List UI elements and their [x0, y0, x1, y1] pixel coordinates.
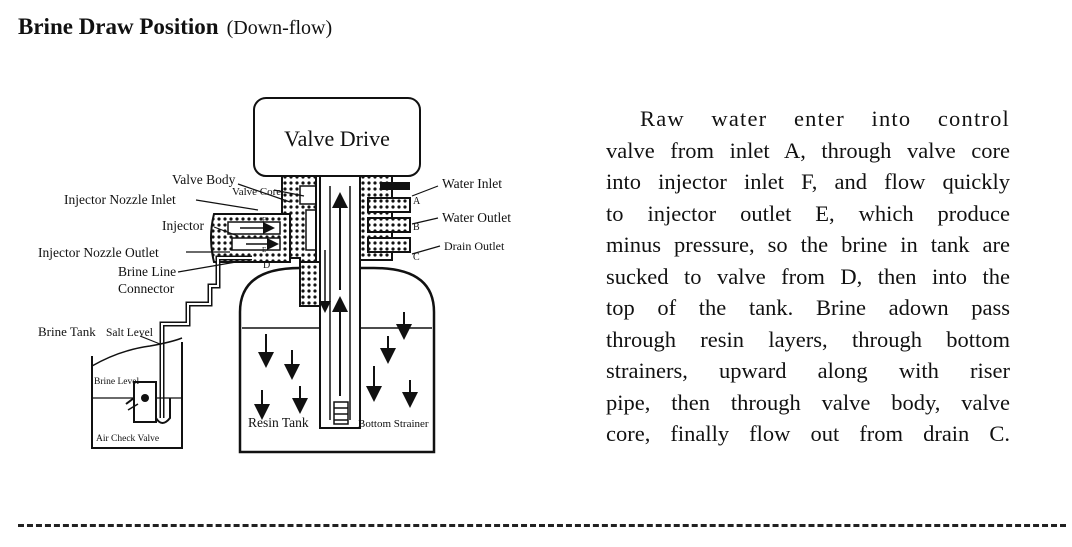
air-check-valve — [125, 381, 171, 424]
label-water-inlet: Water Inlet — [442, 176, 502, 191]
title-sub: (Down-flow) — [226, 17, 333, 39]
label-air-check-valve: Air Check Valve — [96, 434, 159, 444]
label-injector-nozzle-outlet: Injector Nozzle Outlet — [38, 245, 159, 260]
title-main: Brine Draw Position — [18, 14, 219, 39]
dashed-divider — [18, 524, 1066, 527]
description-line: Raw water enter into control — [640, 106, 1010, 131]
label-injector-nozzle-inlet: Injector Nozzle Inlet — [64, 192, 176, 207]
label-bottom-strainer: Bottom Strainer — [358, 418, 429, 430]
description-line: top of the tank. Brine adown pass — [606, 295, 1010, 320]
description-line: through resin layers, through bottom — [606, 326, 1010, 352]
description-line: into injector inlet F, and flow quickly — [606, 169, 1010, 194]
label-injector: Injector — [162, 218, 204, 233]
description-paragraph: Raw water enter into control valve from … — [606, 103, 1010, 450]
port-b: B — [413, 222, 420, 233]
description-line: strainers, upward along with riser — [606, 358, 1010, 383]
page-title: Brine Draw Position (Down-flow) — [18, 14, 332, 40]
injector-assembly — [210, 213, 291, 263]
label-connector: Connector — [118, 281, 175, 296]
port-d: D — [263, 260, 270, 271]
label-drain-outlet: Drain Outlet — [444, 239, 505, 253]
label-brine-tank: Brine Tank — [38, 324, 96, 339]
leader-lines — [139, 183, 441, 345]
port-c: C — [413, 252, 420, 263]
label-salt-level: Salt Level — [106, 327, 153, 339]
label-brine-line: Brine Line — [118, 264, 176, 279]
port-f: F — [262, 216, 266, 224]
resin-flow-arrows — [254, 192, 418, 420]
label-brine-level: Brine Level — [94, 377, 139, 387]
description-line: valve from inlet A, through valve core — [606, 137, 1010, 163]
label-water-outlet: Water Outlet — [442, 210, 511, 225]
port-a: A — [413, 196, 421, 207]
bottom-strainer — [333, 401, 349, 425]
label-resin-tank: Resin Tank — [248, 415, 309, 430]
brine-line — [159, 255, 252, 418]
label-valve-core: Valve Core — [232, 186, 281, 198]
description-line: core, finally flow out from drain C. — [606, 421, 1010, 446]
valve-drive-label: Valve Drive — [284, 126, 390, 151]
salt-level-line — [91, 337, 183, 367]
label-valve-body: Valve Body — [172, 172, 236, 187]
description-line: to injector outlet E, which produce — [606, 200, 1010, 226]
port-e: E — [262, 246, 266, 254]
brine-tank — [91, 342, 183, 449]
description-line: sucked to valve from D, then into the — [606, 263, 1010, 289]
description-line: pipe, then through valve body, valve — [606, 389, 1010, 415]
description-line: minus pressure, so the brine in tank are — [606, 232, 1010, 257]
